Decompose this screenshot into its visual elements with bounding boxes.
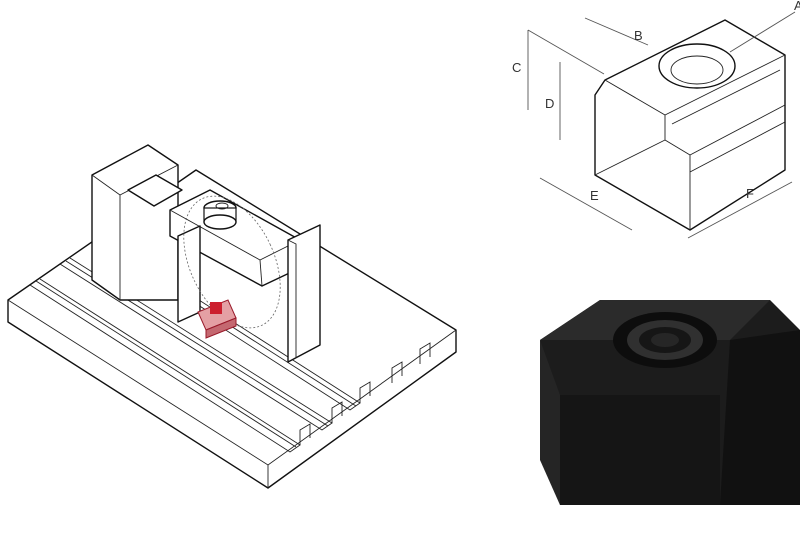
clamp-screw (203, 200, 237, 230)
t-nut-photo (540, 300, 800, 505)
dimension-label-a: A (794, 0, 800, 13)
t-nut-dimension-drawing: A B C D E F (512, 0, 800, 239)
highlighted-t-nut (197, 299, 237, 339)
fixture-block (91, 144, 183, 301)
machine-table-assembly (7, 144, 457, 489)
dimension-label-b: B (634, 28, 643, 43)
dimension-label-e: E (590, 188, 599, 203)
upright-plate (287, 224, 321, 363)
dimension-label-c: C (512, 60, 521, 75)
dimension-label-d: D (545, 96, 554, 111)
detail-callout-circle (183, 195, 281, 329)
dimension-label-f: F (746, 186, 754, 201)
